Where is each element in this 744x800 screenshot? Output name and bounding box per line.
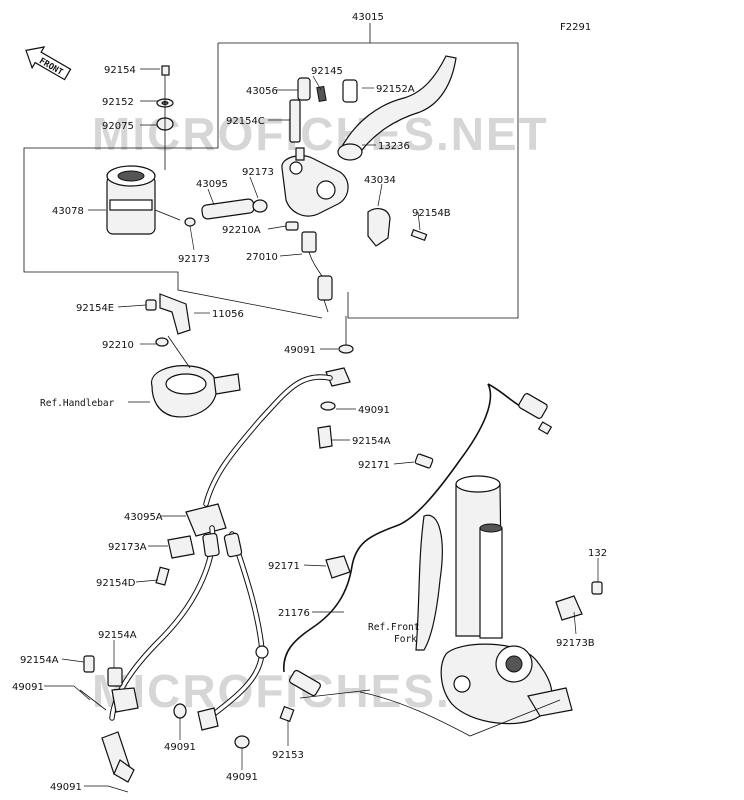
label-92145: 92145 (311, 66, 343, 77)
label-92171-a: 92171 (358, 460, 390, 471)
label-92154: 92154 (104, 65, 136, 76)
watermark-top: MICROFICHES.NET (92, 108, 549, 160)
handlebar-clamp (151, 335, 241, 418)
label-43034: 43034 (364, 175, 396, 186)
upper-banjo (317, 316, 354, 449)
front-fork (415, 475, 603, 725)
label-49091-e: 49091 (226, 772, 258, 783)
brake-hose-43095A (109, 374, 333, 721)
label-43095: 43095 (196, 179, 228, 190)
assembly-frame-right (218, 42, 519, 319)
label-49091-f: 49091 (50, 782, 82, 793)
label-27010: 27010 (246, 252, 278, 263)
master-cylinder-43034 (281, 77, 428, 247)
sensor-harness-21176 (279, 383, 553, 723)
label-43015: 43015 (352, 12, 384, 23)
brake-switch-27010 (301, 231, 333, 313)
label-49091-c: 49091 (12, 682, 44, 693)
label-49091-d: 49091 (164, 742, 196, 753)
ref-front-fork-line1: Ref.Front (368, 622, 419, 633)
label-92152A: 92152A (376, 84, 415, 95)
label-92154C: 92154C (226, 116, 265, 127)
label-13236: 13236 (378, 141, 410, 152)
label-92210: 92210 (102, 340, 134, 351)
label-92173-upper: 92173 (242, 167, 274, 178)
part-labels: 43015 92154 92152 92075 92145 43056 9215… (12, 12, 607, 793)
label-92154A-a: 92154A (352, 436, 391, 447)
bolt-92210A (285, 221, 299, 231)
clamp-bracket-11056 (145, 293, 191, 347)
leader-lines (44, 68, 599, 787)
lower-fittings (73, 655, 250, 793)
label-92154B: 92154B (412, 208, 451, 219)
assembly-frame-left (23, 43, 323, 319)
label-92152: 92152 (102, 97, 134, 108)
label-92210A: 92210A (222, 225, 261, 236)
ref-lines (299, 689, 561, 737)
reservoir-hose-43095 (184, 198, 268, 227)
brake-lever-13236 (337, 55, 457, 161)
label-92154E: 92154E (76, 303, 114, 314)
label-92154A-b: 92154A (98, 630, 137, 641)
label-92154A-c: 92154A (20, 655, 59, 666)
label-132: 132 (588, 548, 607, 559)
label-49091-b: 49091 (358, 405, 390, 416)
label-43078: 43078 (52, 206, 84, 217)
ref-handlebar: Ref.Handlebar (40, 398, 115, 409)
label-92075: 92075 (102, 121, 134, 132)
label-92153: 92153 (272, 750, 304, 761)
reservoir-43078 (106, 165, 181, 235)
label-11056: 11056 (212, 309, 244, 320)
label-92171-b: 92171 (268, 561, 300, 572)
front-direction-arrow: FRONT (25, 46, 72, 81)
label-49091-a: 49091 (284, 345, 316, 356)
label-43056: 43056 (246, 86, 278, 97)
label-92173B: 92173B (556, 638, 595, 649)
diagram-code: F2291 (560, 22, 591, 33)
label-92173-lower: 92173 (178, 254, 210, 265)
label-92173A: 92173A (108, 542, 147, 553)
cap-stack (156, 65, 174, 170)
label-92154D: 92154D (96, 578, 136, 589)
label-21176: 21176 (278, 608, 310, 619)
label-43095A: 43095A (124, 512, 163, 523)
ref-front-fork-line2: Fork (394, 634, 417, 645)
